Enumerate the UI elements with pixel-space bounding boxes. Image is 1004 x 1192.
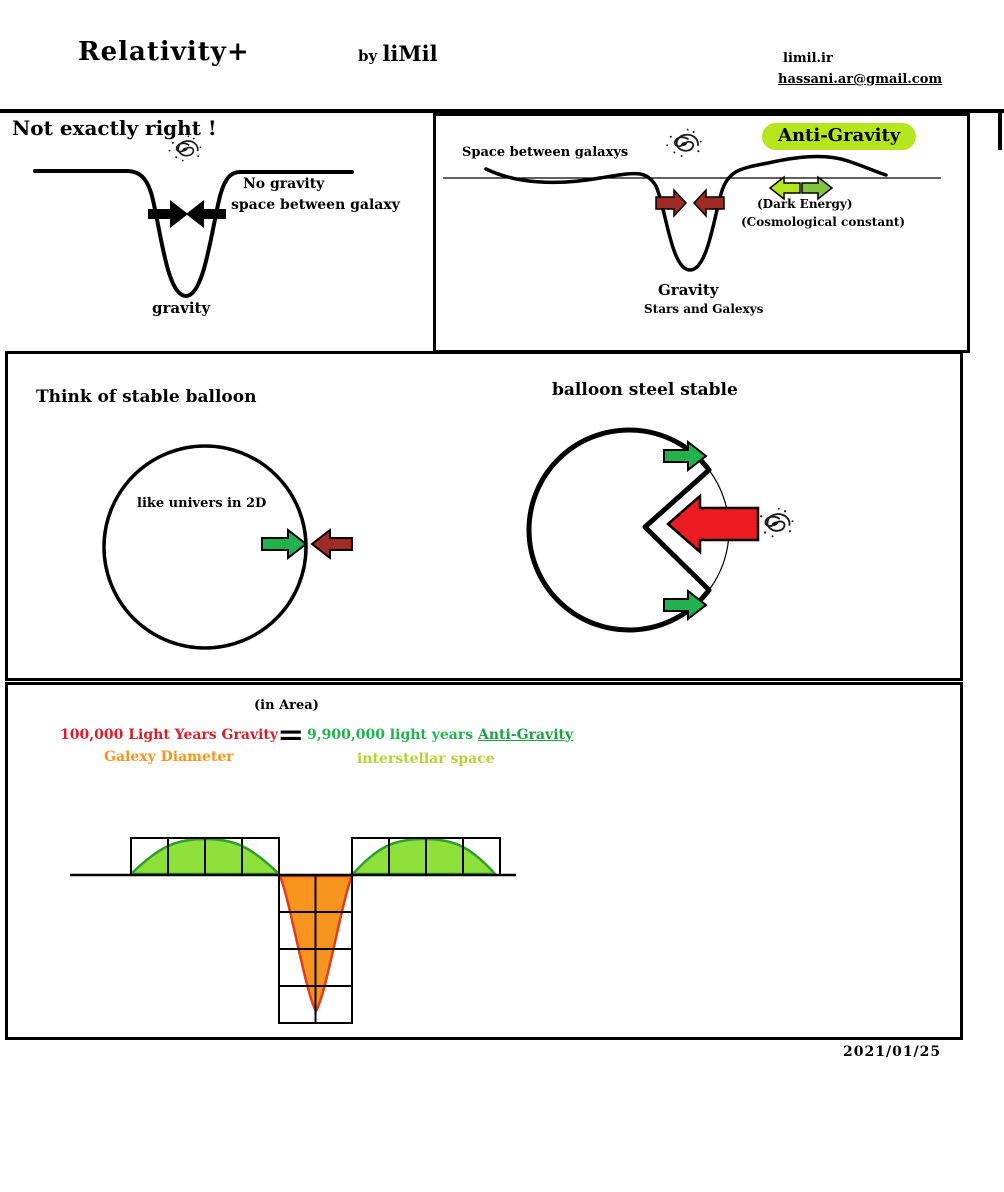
balloon-panel-frame [5, 351, 963, 681]
space-between-galaxys-label: Space between galaxys [462, 145, 629, 160]
email-text: hassani.ar@gmail.com [778, 72, 943, 87]
right-edge-stub-line [998, 112, 1002, 150]
byline-by: by [358, 47, 378, 65]
gravity-label: gravity [152, 299, 211, 317]
dark-energy-label: (Dark Energy) [757, 197, 853, 211]
page-title: Relativity+ [78, 37, 250, 67]
byline-author: liMil [382, 41, 438, 66]
no-gravity-label: No gravity [243, 176, 325, 192]
black-arrow-left-icon [186, 200, 226, 228]
area-panel-frame [5, 682, 963, 1040]
space-between-galaxy-label: space between galaxy [231, 197, 400, 213]
black-arrow-right-icon [148, 200, 188, 228]
equation-right-numerator: 9,900,000 light years Anti-Gravity [307, 727, 573, 743]
cosmological-constant-label: (Cosmological constant) [741, 215, 906, 229]
anti-gravity-badge: Anti-Gravity [762, 123, 917, 150]
equation-right-denominator: interstellar space [357, 751, 495, 767]
gravity-well-label: Gravity [658, 281, 719, 299]
date-label: 2021/01/25 [843, 1044, 942, 1060]
header-divider-line [0, 109, 1004, 113]
balloon-heading-left: Think of stable balloon [36, 387, 257, 407]
stars-and-galexys-label: Stars and Galexys [644, 302, 764, 316]
equals-sign: = [277, 718, 305, 751]
in-area-label: (in Area) [254, 698, 319, 713]
website-text: limil.ir [783, 51, 833, 66]
equation-anti-gravity: Anti-Gravity [478, 727, 574, 743]
equation-left-numerator: 100,000 Light Years Gravity [60, 727, 279, 743]
byline: by liMil [358, 41, 438, 66]
equation-right-prefix: 9,900,000 light years [307, 727, 479, 743]
equation-left-denominator: Galexy Diameter [104, 749, 234, 765]
wrong-panel-heading: Not exactly right ! [12, 116, 217, 140]
wrong-gravity-well-drawing [33, 134, 354, 299]
balloon-heading-right: balloon steel stable [552, 380, 738, 400]
universe-2d-label: like univers in 2D [137, 496, 267, 511]
